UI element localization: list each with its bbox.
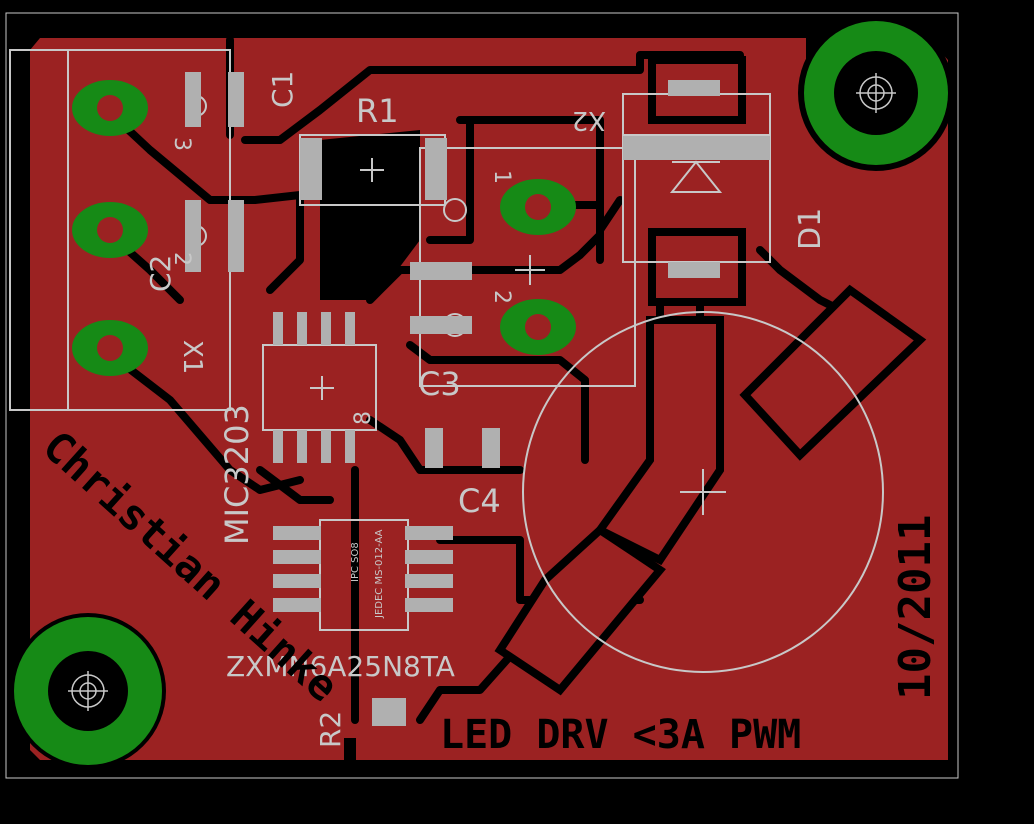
label-pin-3: 3 bbox=[169, 137, 194, 151]
diode-symbol-icon bbox=[669, 160, 723, 193]
label-zxmn6a25n8ta: ZXMN6A25N8TA bbox=[226, 650, 455, 683]
board-outline bbox=[5, 12, 959, 779]
mounting-hole-icon bbox=[10, 613, 166, 769]
through-hole-pads bbox=[72, 80, 576, 376]
label-pin-1: 1 bbox=[489, 170, 514, 184]
label-c3: C3 bbox=[418, 365, 461, 403]
label-ipc-so8: IPC SO8 bbox=[350, 542, 361, 582]
mounting-hole-icon bbox=[798, 15, 954, 171]
label-pin-2b: 2 bbox=[489, 290, 514, 304]
label-x2: X2 bbox=[572, 105, 606, 135]
label-c2: C2 bbox=[144, 255, 177, 292]
board-title-text: LED DRV <3A PWM bbox=[440, 712, 801, 758]
silkscreen-outlines bbox=[9, 49, 884, 673]
label-c4: C4 bbox=[458, 482, 501, 520]
label-ic-pin-8: 8 bbox=[351, 411, 376, 425]
label-pin-2: 2 bbox=[169, 252, 194, 266]
date-text: 10/2011 bbox=[890, 515, 941, 700]
label-d1: D1 bbox=[793, 208, 828, 250]
label-r2: R2 bbox=[314, 711, 347, 748]
label-jedec: JEDEC MS-012-AA bbox=[374, 529, 385, 619]
label-r1: R1 bbox=[356, 92, 399, 130]
label-c1: C1 bbox=[266, 71, 299, 108]
copper-pour bbox=[30, 38, 948, 760]
smd-pads bbox=[185, 72, 770, 726]
label-mic3203: MIC3203 bbox=[218, 404, 256, 545]
label-x1: X1 bbox=[177, 340, 207, 374]
copper-islands bbox=[320, 56, 927, 696]
